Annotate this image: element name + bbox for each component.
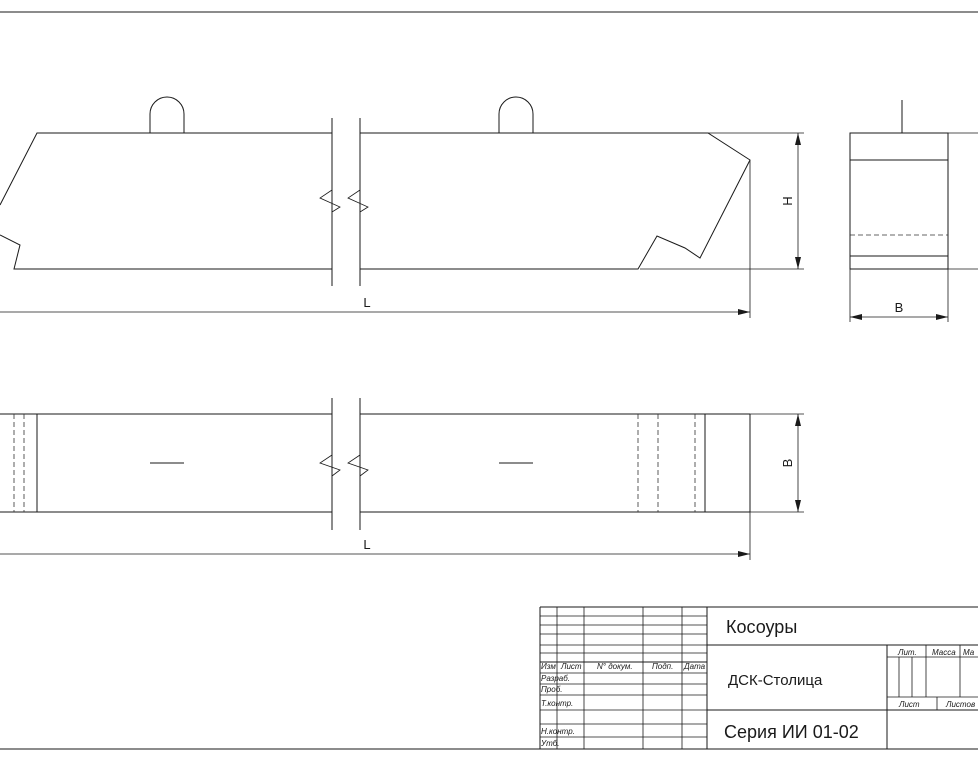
column-sign: Подп. — [652, 662, 673, 671]
organization-name: ДСК-Столица — [728, 672, 823, 689]
front-view-left-top — [0, 132, 332, 206]
side-view: B — [849, 100, 978, 322]
break-symbol — [347, 118, 369, 286]
break-symbol — [319, 118, 341, 286]
scale-label: Ма — [963, 648, 975, 657]
row-developed: Разраб. — [541, 674, 570, 683]
sheets-label: Листов — [945, 700, 975, 709]
column-doc-no: N° докум. — [597, 662, 633, 671]
row-approved: Утб. — [540, 739, 560, 748]
product-name: Косоуры — [726, 617, 797, 637]
stage-label: Лит. — [897, 648, 917, 657]
row-checked: Проб. — [541, 685, 562, 694]
series-label: Серия ИИ 01-02 — [724, 722, 859, 742]
dimension-label-H: H — [780, 196, 795, 205]
column-date: Дата — [683, 662, 706, 671]
dimension-label-L-top: L — [363, 295, 370, 310]
lifting-loop-icon — [498, 96, 534, 133]
title-block: Изм Лист N° докум. Подп. Дата Разраб. Пр… — [539, 606, 978, 749]
column-list: Лист — [560, 662, 582, 671]
front-view-right-outline — [360, 132, 751, 270]
row-tech-control: Т.контр. — [541, 699, 573, 708]
break-symbol — [347, 398, 369, 530]
sheet-frame — [0, 11, 978, 750]
row-norm-control: Н.контр. — [541, 727, 575, 736]
column-izm: Изм — [541, 662, 556, 671]
sheet-label: Лист — [898, 700, 920, 709]
dimension-label-L-plan: L — [363, 537, 370, 552]
dimension-label-B-side: B — [895, 300, 904, 315]
front-view: H L — [0, 96, 804, 318]
dimension-label-B-plan: B — [780, 459, 795, 468]
plan-view: B L — [0, 398, 804, 560]
mass-label: Масса — [932, 648, 956, 657]
break-symbol — [319, 398, 341, 530]
lifting-loop-icon — [149, 96, 185, 133]
front-view-left-outline — [0, 234, 332, 270]
